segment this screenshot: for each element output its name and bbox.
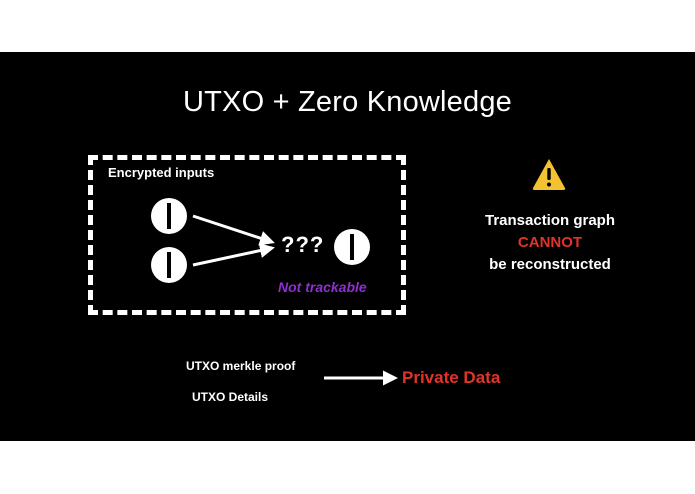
warning-icon bbox=[532, 159, 566, 190]
encrypted-inputs-box bbox=[88, 155, 406, 315]
encrypted-inputs-label: Encrypted inputs bbox=[108, 165, 215, 180]
unknown-marker: ??? bbox=[281, 232, 325, 257]
graph-line-3: be reconstructed bbox=[489, 256, 611, 273]
input-coin-icon-2 bbox=[151, 247, 187, 283]
merkle-proof-label: UTXO merkle proof bbox=[186, 359, 296, 373]
graph-statement: Transaction graph CANNOT be reconstructe… bbox=[460, 210, 640, 276]
private-data-label: Private Data bbox=[402, 368, 501, 387]
arrow-input2-icon bbox=[192, 243, 275, 267]
utxo-details-label: UTXO Details bbox=[192, 390, 269, 404]
input-coin-icon-1 bbox=[151, 198, 187, 234]
not-trackable-label: Not trackable bbox=[278, 279, 367, 295]
slide-title: UTXO + Zero Knowledge bbox=[183, 86, 512, 118]
slide: UTXO + Zero Knowledge Encrypted inputs ?… bbox=[0, 52, 695, 441]
output-coin-icon bbox=[334, 229, 370, 265]
arrow-input1-icon bbox=[192, 214, 275, 246]
graph-line-1: Transaction graph bbox=[484, 212, 616, 229]
arrows-layer bbox=[192, 214, 398, 386]
graph-line-2: CANNOT bbox=[517, 234, 583, 251]
